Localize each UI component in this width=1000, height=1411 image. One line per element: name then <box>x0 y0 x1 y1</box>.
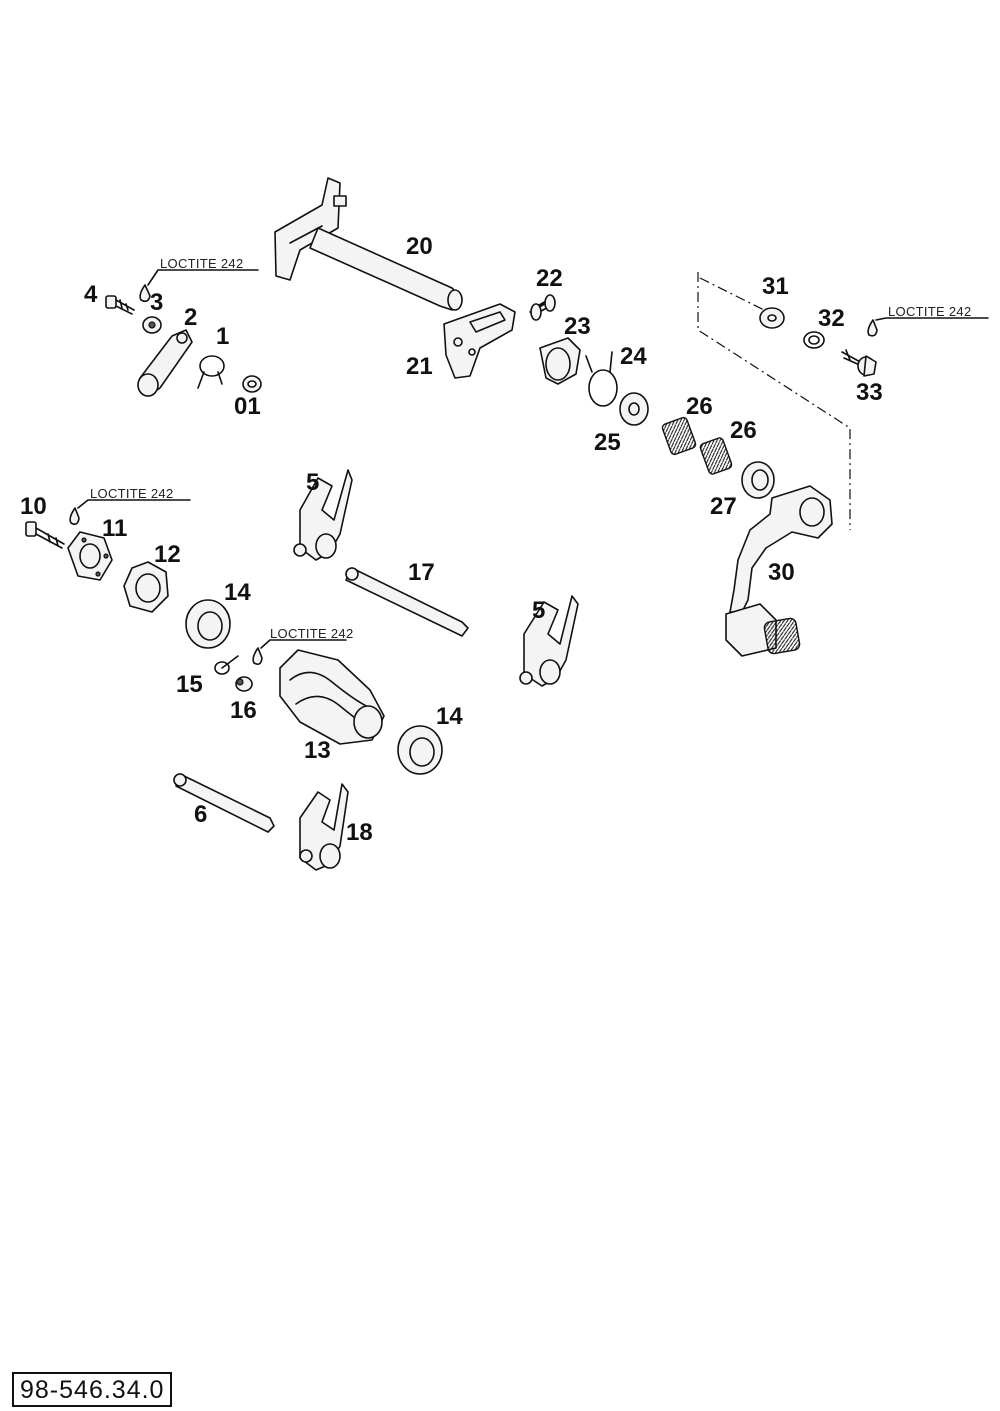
part-number-label: 01 <box>234 393 261 420</box>
lock-washer-part <box>803 331 825 349</box>
shift-fork-part-18 <box>299 783 349 871</box>
part-number-label: 20 <box>406 233 433 260</box>
washer-part-3 <box>142 316 162 334</box>
adhesive-callout-line <box>77 499 191 509</box>
spring-clip-part <box>585 351 618 407</box>
part-number-label: 5 <box>306 469 319 496</box>
bushing-part <box>242 375 262 393</box>
screw-part-10 <box>25 521 65 549</box>
part-number-label: 12 <box>154 541 181 568</box>
torsion-spring-part <box>197 355 225 389</box>
part-number-label: 21 <box>406 353 433 380</box>
shift-fork-part-b <box>519 595 579 687</box>
spring-part <box>529 294 556 321</box>
shift-plate-part <box>443 303 516 379</box>
part-number-label: 26 <box>686 393 713 420</box>
guide-sleeve-part <box>539 337 581 385</box>
part-number-label: 10 <box>20 493 47 520</box>
part-number-label: 2 <box>184 304 197 331</box>
part-number-label: 4 <box>84 281 98 308</box>
adhesive-callout-line <box>147 269 259 286</box>
part-number-label: 15 <box>176 671 203 698</box>
ball-bearing-part-b <box>397 725 443 775</box>
screw-part-33 <box>841 349 877 377</box>
washer-part <box>619 392 649 426</box>
shift-cam-part <box>67 531 113 581</box>
part-number-label: 32 <box>818 305 845 332</box>
part-number-label: 5 <box>532 597 545 624</box>
adhesive-note-label: LOCTITE 242 <box>270 626 354 641</box>
fork-shaft-part-6 <box>173 773 275 833</box>
part-number-label: 30 <box>768 559 795 586</box>
adhesive-callout-line <box>875 317 989 321</box>
part-number-label: 14 <box>224 579 251 606</box>
part-number-label: 18 <box>346 819 373 846</box>
part-number-label: 6 <box>194 801 207 828</box>
adhesive-note-label: LOCTITE 242 <box>160 256 244 271</box>
adhesive-note-label: LOCTITE 242 <box>90 486 174 501</box>
shift-lever-part <box>725 485 833 657</box>
pin-part <box>235 676 253 692</box>
part-number-label: 33 <box>856 379 883 406</box>
locating-plate-part <box>123 561 169 613</box>
adhesive-note-label: LOCTITE 242 <box>888 304 972 319</box>
adhesive-drop-icon <box>867 319 878 337</box>
shift-fork-part-a <box>293 469 353 561</box>
part-number-label: 27 <box>710 493 737 520</box>
needle-bearing-part-b <box>699 437 733 475</box>
part-number-label: 1 <box>216 323 229 350</box>
adhesive-drop-icon <box>139 284 151 303</box>
part-number-label: 26 <box>730 417 757 444</box>
fork-shaft-part-17 <box>345 567 469 637</box>
shift-arm-part <box>137 329 193 397</box>
part-number-label: 16 <box>230 697 257 724</box>
part-number-label: 25 <box>594 429 621 456</box>
drawing-number-label: 98-546.34.0 <box>12 1372 173 1407</box>
adhesive-callout-line <box>260 639 347 649</box>
part-number-label: 22 <box>536 265 563 292</box>
shift-drum-part <box>279 649 385 745</box>
thrust-washer-part <box>759 307 785 329</box>
part-number-label: 11 <box>102 515 127 542</box>
washer-part-15 <box>214 655 239 675</box>
part-number-label: 23 <box>564 313 591 340</box>
part-number-label: 31 <box>762 273 789 300</box>
part-number-label: 13 <box>304 737 331 764</box>
part-number-label: 3 <box>150 289 163 316</box>
adhesive-drop-icon <box>69 507 80 525</box>
adhesive-drop-icon <box>252 647 263 665</box>
needle-bearing-part-a <box>661 416 697 456</box>
assembly-group-outline <box>697 272 851 530</box>
part-number-label: 14 <box>436 703 463 730</box>
part-number-label: 17 <box>408 559 435 586</box>
ball-bearing-part-a <box>185 599 231 649</box>
screw-part-4 <box>105 295 135 315</box>
part-number-label: 24 <box>620 343 647 370</box>
shift-shaft-part <box>274 177 463 311</box>
seal-ring-part <box>741 461 775 499</box>
